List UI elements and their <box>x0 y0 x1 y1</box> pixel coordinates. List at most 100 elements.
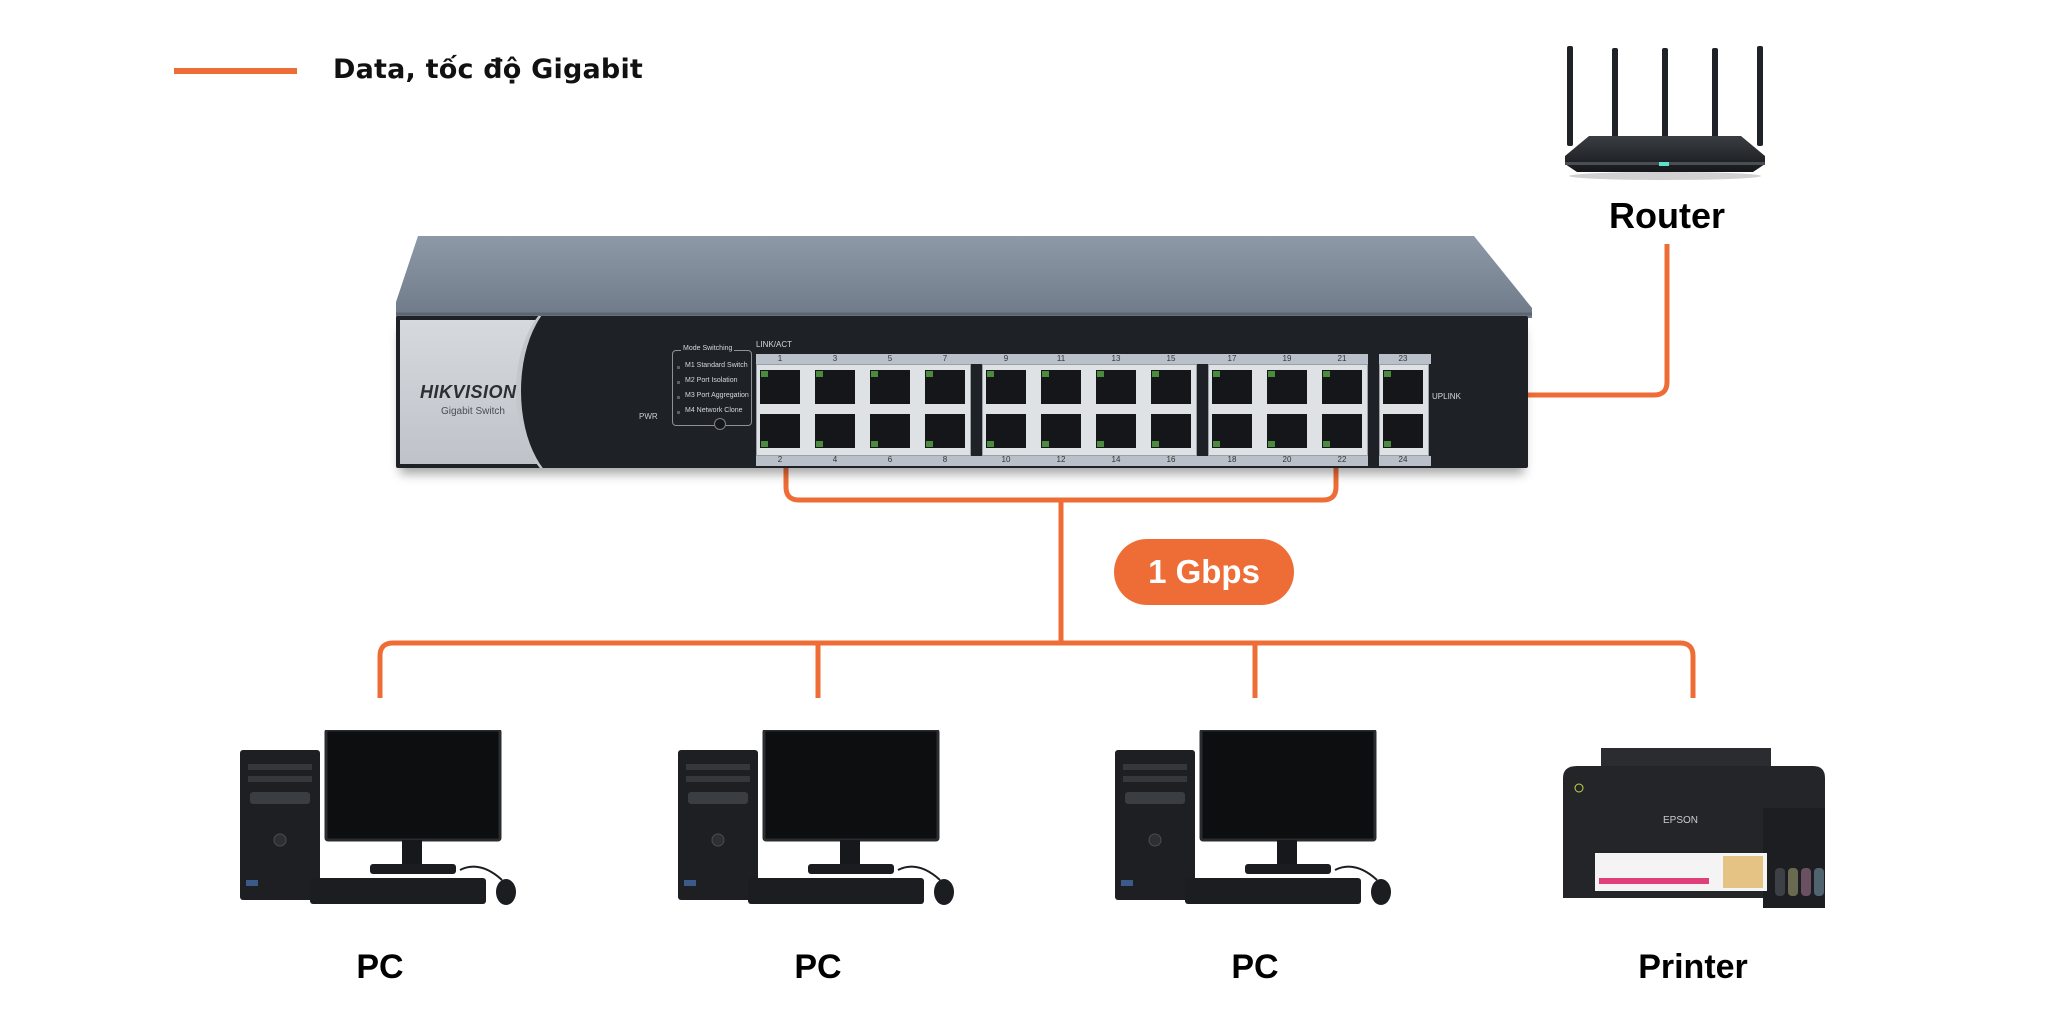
port-number-label: 4 <box>832 455 838 464</box>
speed-badge: 1 Gbps <box>1114 539 1294 605</box>
printer-label: Printer <box>1638 948 1748 986</box>
pc-label: PC <box>1231 948 1279 986</box>
port-number-label: 22 <box>1337 455 1347 464</box>
network-switch: HIKVISION Gigabit Switch PWR Mode Switch… <box>396 232 1536 472</box>
mode-led <box>677 366 680 369</box>
port-number-strip <box>1379 456 1431 466</box>
legend-line-swatch <box>174 68 297 74</box>
port-number-label: 13 <box>1111 354 1121 363</box>
router-label: Router <box>1609 195 1725 236</box>
power-led-label: PWR <box>639 412 658 421</box>
mode-switch-button[interactable] <box>714 418 726 430</box>
ethernet-port[interactable] <box>986 370 1026 404</box>
port-number-label: 24 <box>1398 455 1408 464</box>
ethernet-port[interactable] <box>1212 414 1252 448</box>
ethernet-port[interactable] <box>760 370 800 404</box>
ethernet-port[interactable] <box>815 414 855 448</box>
port-led <box>761 371 768 377</box>
port-number-label: 16 <box>1166 455 1176 464</box>
ethernet-port[interactable] <box>1212 370 1252 404</box>
mode-led <box>677 411 680 414</box>
desktop-pc-icon <box>678 728 958 925</box>
port-number-label: 18 <box>1227 455 1237 464</box>
port-led <box>1042 371 1049 377</box>
port-number-label: 19 <box>1282 354 1292 363</box>
port-number-label: 2 <box>777 455 783 464</box>
port-led <box>761 441 768 447</box>
ethernet-port[interactable] <box>925 370 965 404</box>
ethernet-port[interactable] <box>1151 414 1191 448</box>
port-led <box>816 371 823 377</box>
wifi-router-icon <box>1565 46 1765 180</box>
mode-switching-panel: Mode Switching M1 Standard Switch M2 Por… <box>672 345 752 426</box>
link-act-label: LINK/ACT <box>756 340 793 349</box>
port-led <box>1152 441 1159 447</box>
ethernet-port[interactable] <box>1383 414 1423 448</box>
port-led <box>1384 441 1391 447</box>
desktop-pc-icon <box>1115 728 1395 925</box>
port-led <box>871 371 878 377</box>
ethernet-port[interactable] <box>986 414 1026 448</box>
port-number-label: 23 <box>1398 354 1408 363</box>
ethernet-port[interactable] <box>1151 370 1191 404</box>
uplink-label: UPLINK <box>1432 392 1461 401</box>
legend-label: Data, tốc độ Gigabit <box>333 54 644 85</box>
port-led <box>1323 441 1330 447</box>
port-led <box>871 441 878 447</box>
mode-item: M3 Port Aggregation <box>685 392 749 399</box>
desktop-pc-icon <box>240 728 520 925</box>
port-number-label: 10 <box>1001 455 1011 464</box>
port-number-label: 1 <box>777 354 783 363</box>
ethernet-port[interactable] <box>760 414 800 448</box>
wire-router-uplink <box>1475 244 1670 398</box>
mode-item: M1 Standard Switch <box>685 362 748 369</box>
ethernet-port[interactable] <box>1322 370 1362 404</box>
mode-led <box>677 396 680 399</box>
ethernet-port[interactable] <box>1096 370 1136 404</box>
port-number-label: 6 <box>887 455 893 464</box>
ethernet-port[interactable] <box>925 414 965 448</box>
pc-label: PC <box>356 948 404 986</box>
ethernet-port[interactable] <box>1322 414 1362 448</box>
port-led <box>926 441 933 447</box>
ethernet-port[interactable] <box>1041 414 1081 448</box>
port-number-label: 3 <box>832 354 838 363</box>
ethernet-port[interactable] <box>870 414 910 448</box>
port-number-label: 11 <box>1056 354 1066 363</box>
ethernet-port[interactable] <box>1041 370 1081 404</box>
port-number-label: 17 <box>1227 354 1237 363</box>
port-number-label: 14 <box>1111 455 1121 464</box>
port-number-strip <box>756 354 1368 364</box>
port-led <box>987 371 994 377</box>
ethernet-port[interactable] <box>1383 370 1423 404</box>
port-led <box>1042 441 1049 447</box>
switch-front-panel: HIKVISION Gigabit Switch PWR Mode Switch… <box>396 316 1528 468</box>
mode-item: M2 Port Isolation <box>685 377 738 384</box>
mode-led <box>677 381 680 384</box>
port-led <box>987 441 994 447</box>
ethernet-port[interactable] <box>870 370 910 404</box>
ethernet-port[interactable] <box>1267 370 1307 404</box>
port-number-label: 8 <box>942 455 948 464</box>
switch-top-cover <box>396 236 1532 318</box>
port-number-strip <box>1379 354 1431 364</box>
switch-model-text: Gigabit Switch <box>441 406 505 417</box>
port-led <box>1152 371 1159 377</box>
port-led <box>1384 371 1391 377</box>
brand-logo: HIKVISION <box>420 382 517 402</box>
ethernet-port[interactable] <box>1267 414 1307 448</box>
port-number-label: 12 <box>1056 455 1066 464</box>
port-led <box>1097 371 1104 377</box>
port-led <box>1323 371 1330 377</box>
port-number-label: 9 <box>1003 354 1009 363</box>
port-led <box>1213 371 1220 377</box>
mode-item: M4 Network Clone <box>685 407 743 414</box>
port-led <box>1268 441 1275 447</box>
ethernet-port[interactable] <box>815 370 855 404</box>
port-led <box>1097 441 1104 447</box>
port-number-label: 5 <box>887 354 893 363</box>
port-led <box>926 371 933 377</box>
port-number-label: 7 <box>942 354 948 363</box>
ethernet-port[interactable] <box>1096 414 1136 448</box>
